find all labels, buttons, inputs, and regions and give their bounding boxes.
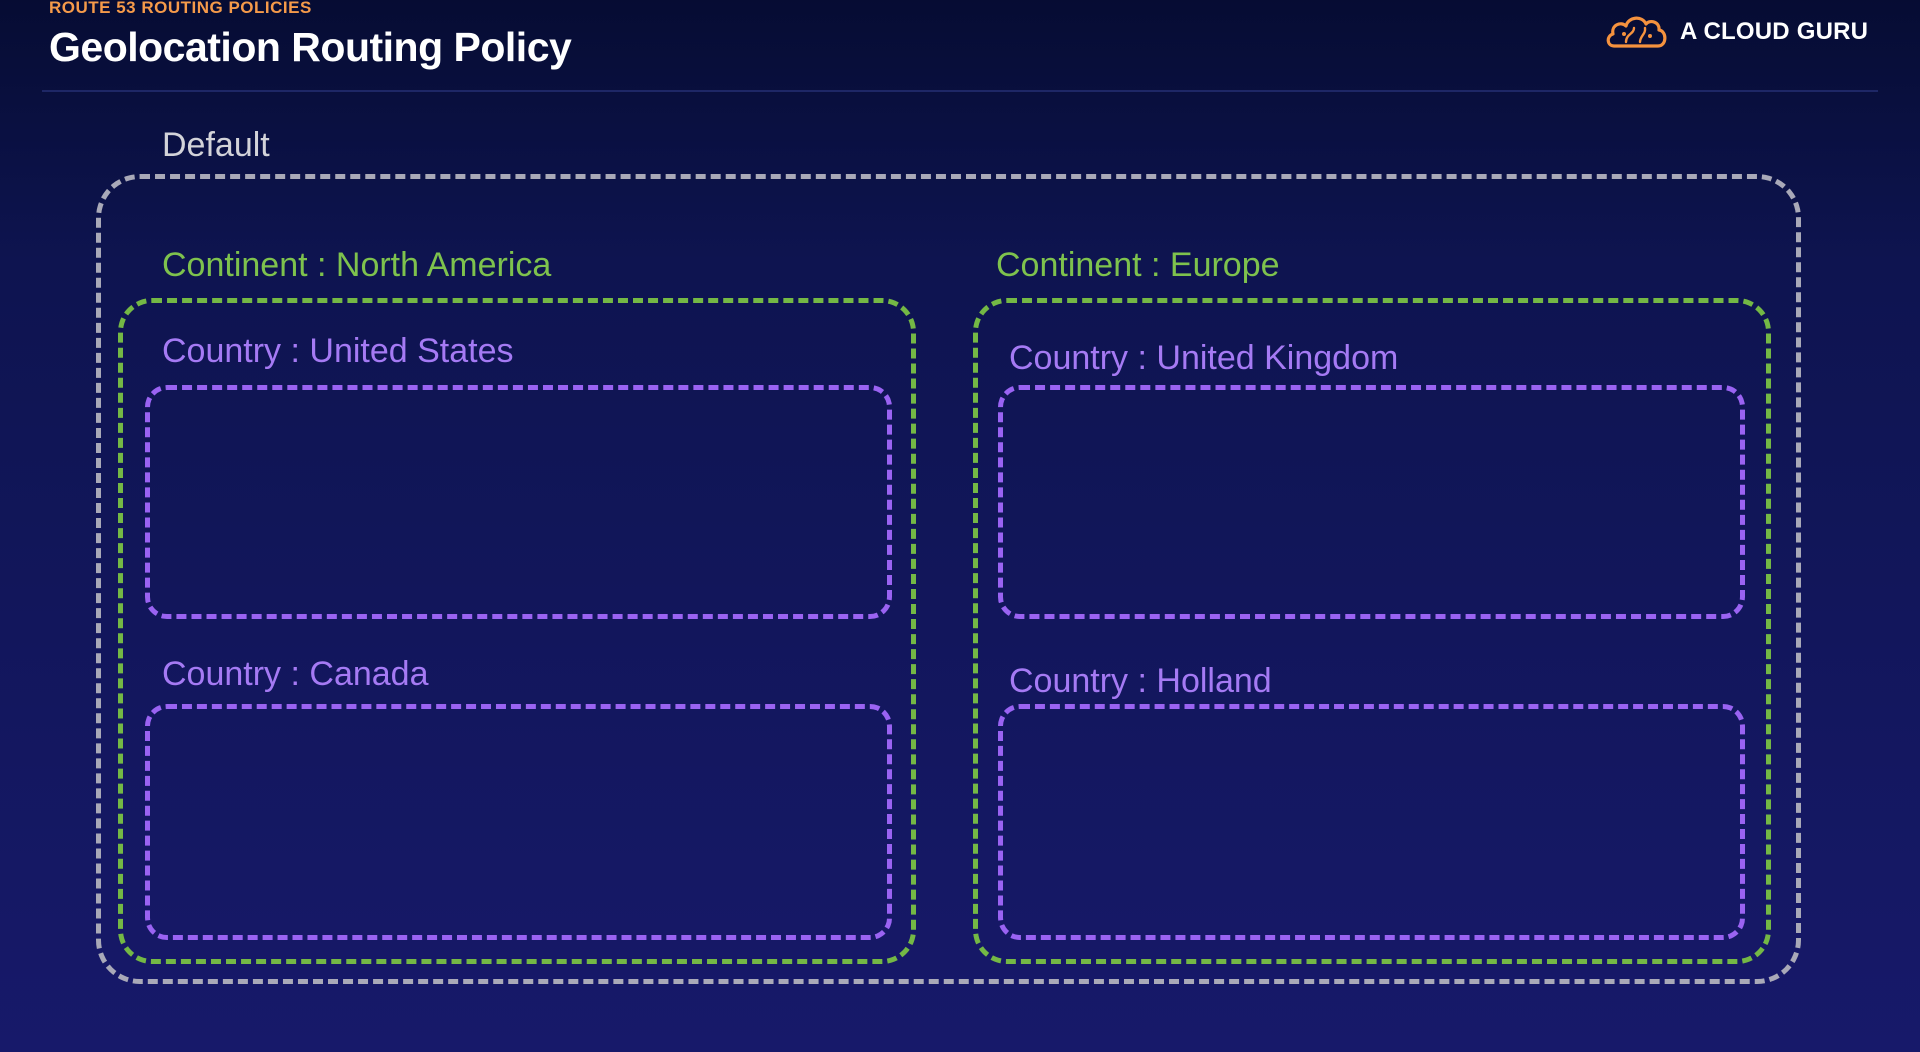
page-title: Geolocation Routing Policy bbox=[49, 24, 572, 70]
cloud-logo-icon bbox=[1606, 16, 1667, 48]
country-label-holland: Country : Holland bbox=[1009, 662, 1272, 700]
country-label-united-states: Country : United States bbox=[162, 332, 514, 370]
country-box-united-states bbox=[145, 385, 892, 619]
header-divider bbox=[42, 90, 1878, 92]
brand-name: A CLOUD GURU bbox=[1680, 18, 1869, 45]
country-label-united-kingdom: Country : United Kingdom bbox=[1009, 339, 1399, 377]
default-region-box bbox=[96, 174, 1801, 984]
country-box-holland bbox=[998, 704, 1745, 940]
continent-box-north-america bbox=[118, 298, 916, 964]
section-eyebrow: ROUTE 53 ROUTING POLICIES bbox=[49, 0, 312, 17]
continent-label-europe: Continent : Europe bbox=[996, 246, 1280, 284]
country-label-canada: Country : Canada bbox=[162, 655, 429, 693]
default-label: Default bbox=[162, 126, 270, 164]
continent-box-europe bbox=[973, 298, 1771, 964]
brand-logo: A CLOUD GURU bbox=[1604, 10, 1868, 54]
country-box-canada bbox=[145, 704, 892, 940]
continent-label-north-america: Continent : North America bbox=[162, 246, 552, 284]
country-box-united-kingdom bbox=[998, 385, 1745, 619]
